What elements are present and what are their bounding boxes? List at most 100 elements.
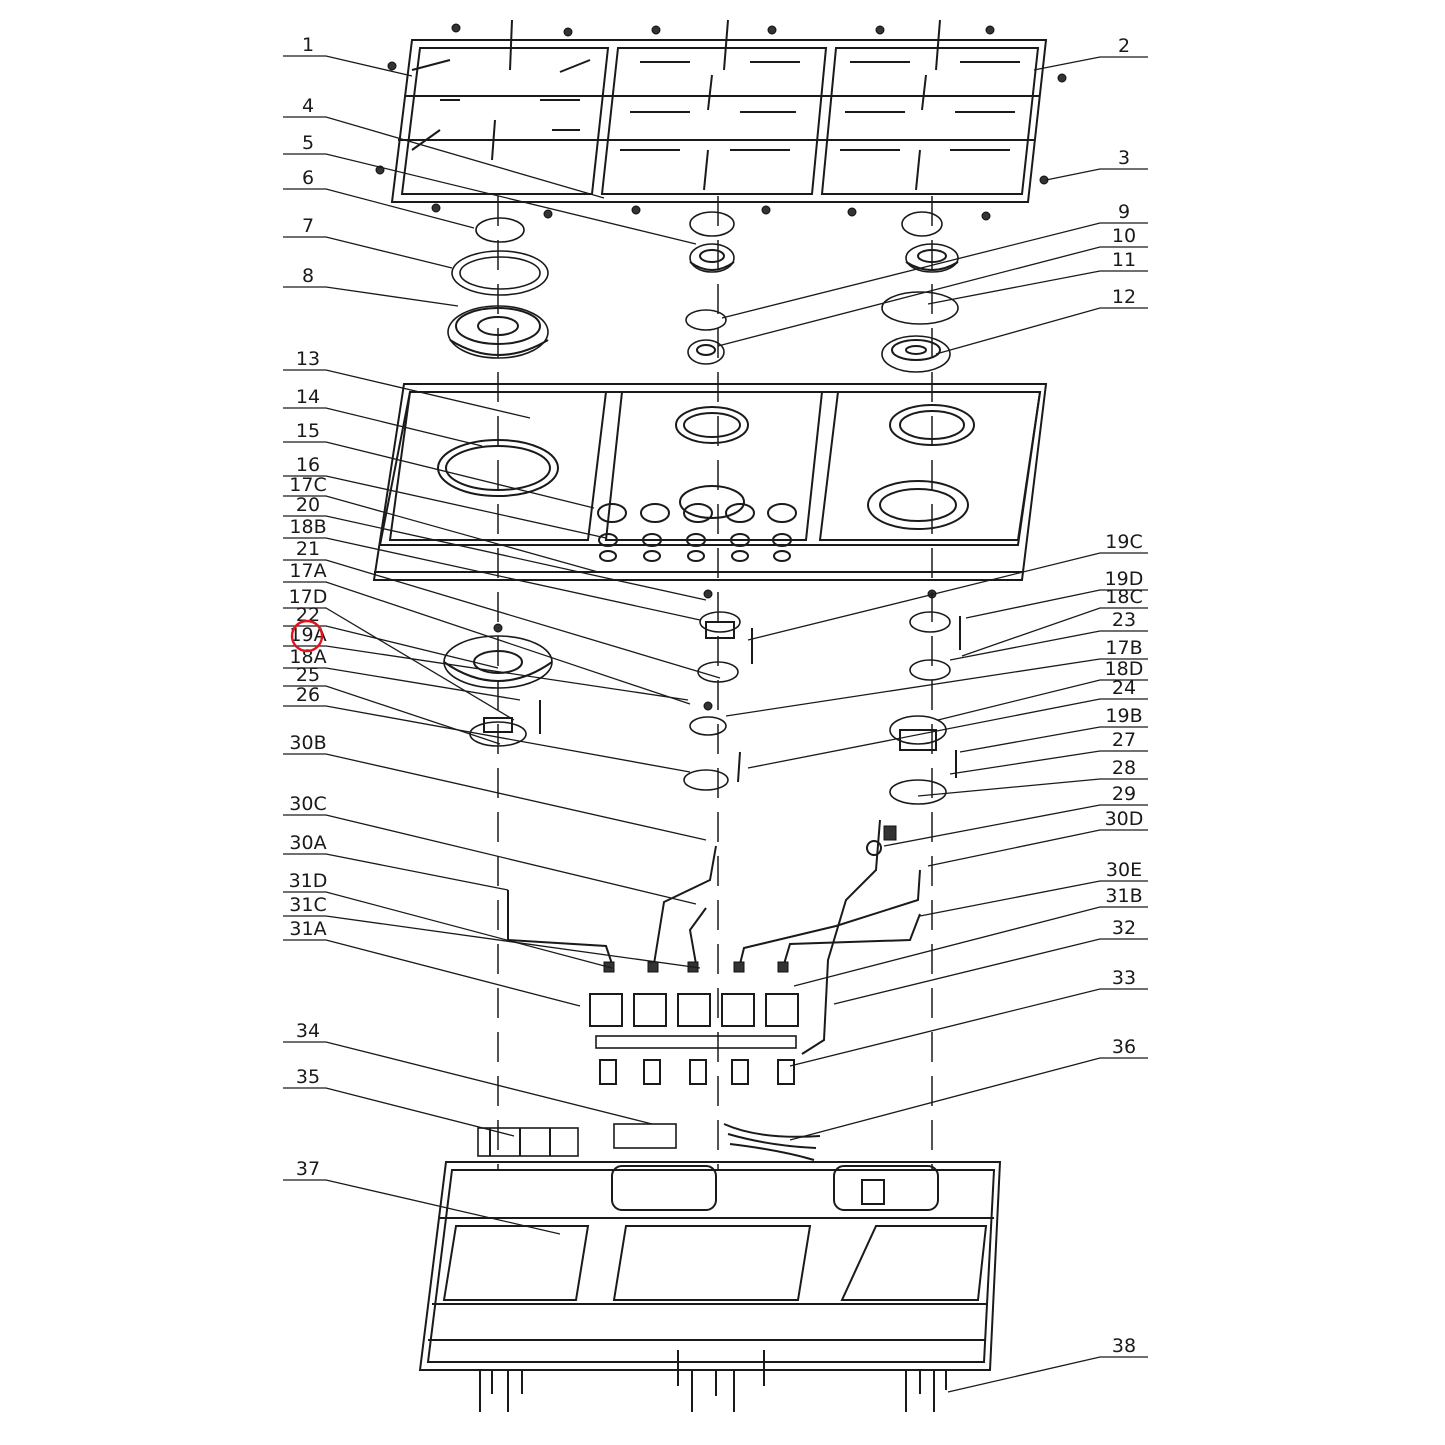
leader-line-33 bbox=[789, 988, 1148, 1067]
leader-line-24 bbox=[747, 698, 1148, 769]
leader-line-31c bbox=[283, 915, 701, 969]
callout-label-24: 24 bbox=[1112, 677, 1136, 699]
leader-line-12 bbox=[935, 307, 1148, 355]
right-leader-lines bbox=[717, 56, 1148, 1393]
callout-label-30d: 30D bbox=[1105, 808, 1144, 830]
leader-line-30a bbox=[283, 853, 509, 891]
leader-line-21 bbox=[283, 559, 721, 679]
leader-line-14 bbox=[283, 407, 483, 447]
callout-label-30e: 30E bbox=[1106, 859, 1142, 881]
leader-line-2 bbox=[1033, 56, 1148, 71]
callout-label-3: 3 bbox=[1118, 147, 1130, 169]
callout-label-31b: 31B bbox=[1105, 885, 1142, 907]
callout-label-18d: 18D bbox=[1105, 658, 1144, 680]
callout-label-30b: 30B bbox=[289, 732, 326, 754]
callout-label-8: 8 bbox=[302, 265, 314, 287]
callout-label-1: 1 bbox=[302, 34, 314, 56]
callout-label-17b: 17B bbox=[1105, 637, 1142, 659]
leader-line-29 bbox=[883, 804, 1148, 847]
assembly-axes bbox=[497, 196, 933, 1170]
callout-label-17c: 17C bbox=[289, 474, 326, 496]
leader-line-30d bbox=[927, 829, 1148, 867]
leader-line-3 bbox=[1045, 168, 1148, 181]
callout-label-10: 10 bbox=[1112, 225, 1136, 247]
callout-label-19c: 19C bbox=[1105, 531, 1142, 553]
leader-line-19b bbox=[959, 726, 1148, 753]
leader-line-23 bbox=[949, 630, 1148, 661]
callout-label-17d: 17D bbox=[289, 586, 328, 608]
leader-line-18d bbox=[937, 679, 1148, 721]
leader-line-30c bbox=[283, 814, 697, 905]
callout-label-22: 22 bbox=[296, 604, 320, 626]
leader-line-18b bbox=[283, 537, 701, 621]
callout-label-21: 21 bbox=[296, 538, 320, 560]
callout-label-18c: 18C bbox=[1105, 586, 1142, 608]
leader-line-38 bbox=[947, 1356, 1148, 1393]
leader-line-35 bbox=[283, 1087, 515, 1137]
callout-label-26: 26 bbox=[296, 684, 320, 706]
callout-label-20: 20 bbox=[296, 494, 320, 516]
callout-label-36: 36 bbox=[1112, 1036, 1136, 1058]
callout-label-9: 9 bbox=[1118, 201, 1130, 223]
callout-label-33: 33 bbox=[1112, 967, 1136, 989]
leader-line-17b bbox=[725, 658, 1148, 717]
leader-line-34 bbox=[283, 1041, 653, 1125]
pan-support-grates bbox=[375, 19, 1067, 221]
callout-label-28: 28 bbox=[1112, 757, 1136, 779]
leader-line-6 bbox=[283, 188, 475, 229]
leader-line-30b bbox=[283, 753, 707, 841]
right-callout-labels: 23910111219C19D18C2317B18D2419B27282930D… bbox=[1105, 35, 1144, 1357]
callout-label-15: 15 bbox=[296, 420, 320, 442]
leader-line-20 bbox=[283, 515, 707, 601]
leader-line-9 bbox=[721, 222, 1148, 319]
leader-line-18c bbox=[961, 607, 1148, 657]
callout-label-14: 14 bbox=[296, 386, 320, 408]
callout-label-19a: 19A bbox=[289, 624, 326, 646]
callout-label-19d: 19D bbox=[1105, 568, 1144, 590]
callout-label-29: 29 bbox=[1112, 783, 1136, 805]
cooktop-panel bbox=[372, 383, 1048, 581]
callout-label-34: 34 bbox=[296, 1020, 320, 1042]
leader-line-1 bbox=[283, 55, 413, 77]
leader-line-19d bbox=[965, 589, 1148, 619]
igniter-and-wiring bbox=[477, 1123, 821, 1161]
callout-label-23: 23 bbox=[1112, 609, 1136, 631]
callout-label-2: 2 bbox=[1118, 35, 1130, 57]
highlight-circle bbox=[290, 619, 324, 653]
callout-label-30a: 30A bbox=[289, 832, 326, 854]
leader-line-18a bbox=[283, 667, 521, 701]
callout-label-35: 35 bbox=[296, 1066, 320, 1088]
callout-label-31c: 31C bbox=[289, 894, 326, 916]
leader-line-32 bbox=[833, 938, 1148, 1005]
leader-line-17d bbox=[283, 607, 515, 721]
callout-label-31a: 31A bbox=[289, 918, 326, 940]
callout-label-30c: 30C bbox=[289, 793, 326, 815]
callout-label-12: 12 bbox=[1112, 286, 1136, 308]
callout-label-25: 25 bbox=[296, 664, 320, 686]
leader-line-27 bbox=[949, 750, 1148, 775]
bottom-box bbox=[418, 1161, 1002, 1412]
leader-line-36 bbox=[789, 1057, 1148, 1141]
callout-label-27: 27 bbox=[1112, 729, 1136, 751]
callout-label-38: 38 bbox=[1112, 1335, 1136, 1357]
leader-line-17a bbox=[283, 581, 691, 705]
callout-label-11: 11 bbox=[1112, 249, 1136, 271]
callout-label-4: 4 bbox=[302, 95, 314, 117]
callout-label-13: 13 bbox=[296, 348, 320, 370]
callout-label-31d: 31D bbox=[289, 870, 328, 892]
leader-line-31a bbox=[283, 939, 581, 1007]
leader-line-11 bbox=[927, 270, 1148, 305]
callout-label-5: 5 bbox=[302, 132, 314, 154]
burner-bases bbox=[443, 589, 961, 805]
callout-label-6: 6 bbox=[302, 167, 314, 189]
callout-label-7: 7 bbox=[302, 215, 314, 237]
leader-line-15 bbox=[283, 441, 595, 509]
leader-line-28 bbox=[917, 778, 1148, 797]
leader-line-13 bbox=[283, 369, 531, 419]
leader-line-4 bbox=[283, 116, 605, 199]
leader-line-30e bbox=[919, 880, 1148, 917]
leader-line-8 bbox=[283, 286, 459, 307]
leader-line-10 bbox=[717, 246, 1148, 347]
